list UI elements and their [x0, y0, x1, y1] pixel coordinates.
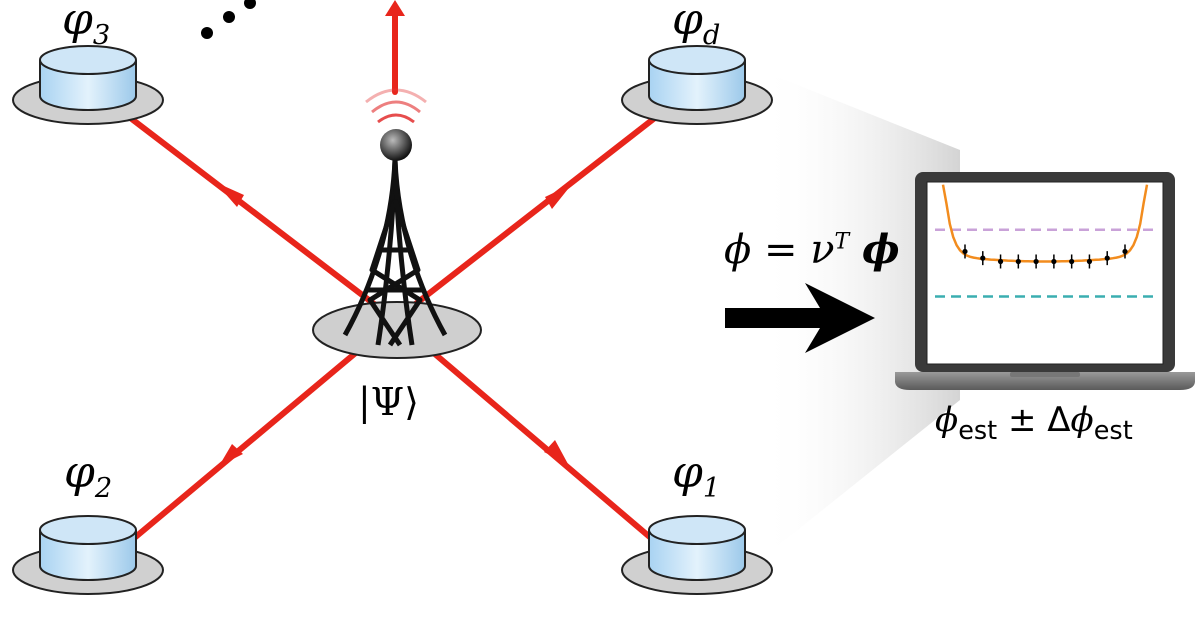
tower-antenna-sphere — [380, 129, 412, 161]
source-tower — [312, 88, 482, 359]
arrowhead-phi2 — [219, 444, 243, 466]
data-point — [962, 248, 968, 255]
data-point — [1122, 248, 1128, 255]
fit-curve — [941, 184, 1149, 263]
arrowhead-phid — [545, 184, 572, 209]
arrowhead-up — [385, 0, 405, 16]
data-point — [1033, 258, 1039, 265]
ellipsis-dots — [201, 0, 256, 39]
data-point — [1104, 255, 1110, 261]
link-lines — [117, 7, 668, 553]
node-phi3-disk — [12, 45, 164, 125]
estimator-equation: ϕ = νT ϕ — [724, 226, 900, 273]
data-point — [980, 255, 986, 261]
link-to-phi3 — [117, 107, 398, 323]
data-point — [1015, 258, 1021, 265]
data-point — [997, 258, 1004, 265]
link-arrowheads — [215, 0, 572, 466]
label-phi1: φ1 — [672, 447, 721, 504]
signal-waves-icon — [365, 88, 427, 124]
data-point — [1051, 258, 1057, 265]
data-point — [1069, 258, 1075, 265]
label-phi2: φ2 — [64, 447, 113, 504]
label-phi3: φ3 — [62, 0, 111, 51]
estimate-label: ϕest ± Δϕest — [935, 400, 1133, 446]
link-to-phi1 — [392, 317, 668, 553]
node-phi2-disk — [12, 515, 164, 595]
arrowhead-phi3 — [215, 182, 244, 207]
link-to-phi2 — [117, 317, 398, 553]
node-phid-disk — [621, 45, 773, 125]
source-state-label: |Ψ⟩ — [358, 380, 419, 424]
inset-plot — [935, 184, 1155, 298]
tower-truss — [342, 159, 448, 347]
label-phid: φd — [672, 0, 721, 51]
arrowhead-phi1 — [544, 440, 568, 464]
data-point — [1086, 258, 1093, 265]
laptop-base — [895, 372, 1195, 390]
laptop — [895, 172, 1195, 390]
big-arrow — [725, 283, 875, 353]
laptop-screen — [926, 181, 1164, 365]
node-phi1-disk — [621, 515, 773, 595]
link-to-phid — [392, 107, 668, 323]
